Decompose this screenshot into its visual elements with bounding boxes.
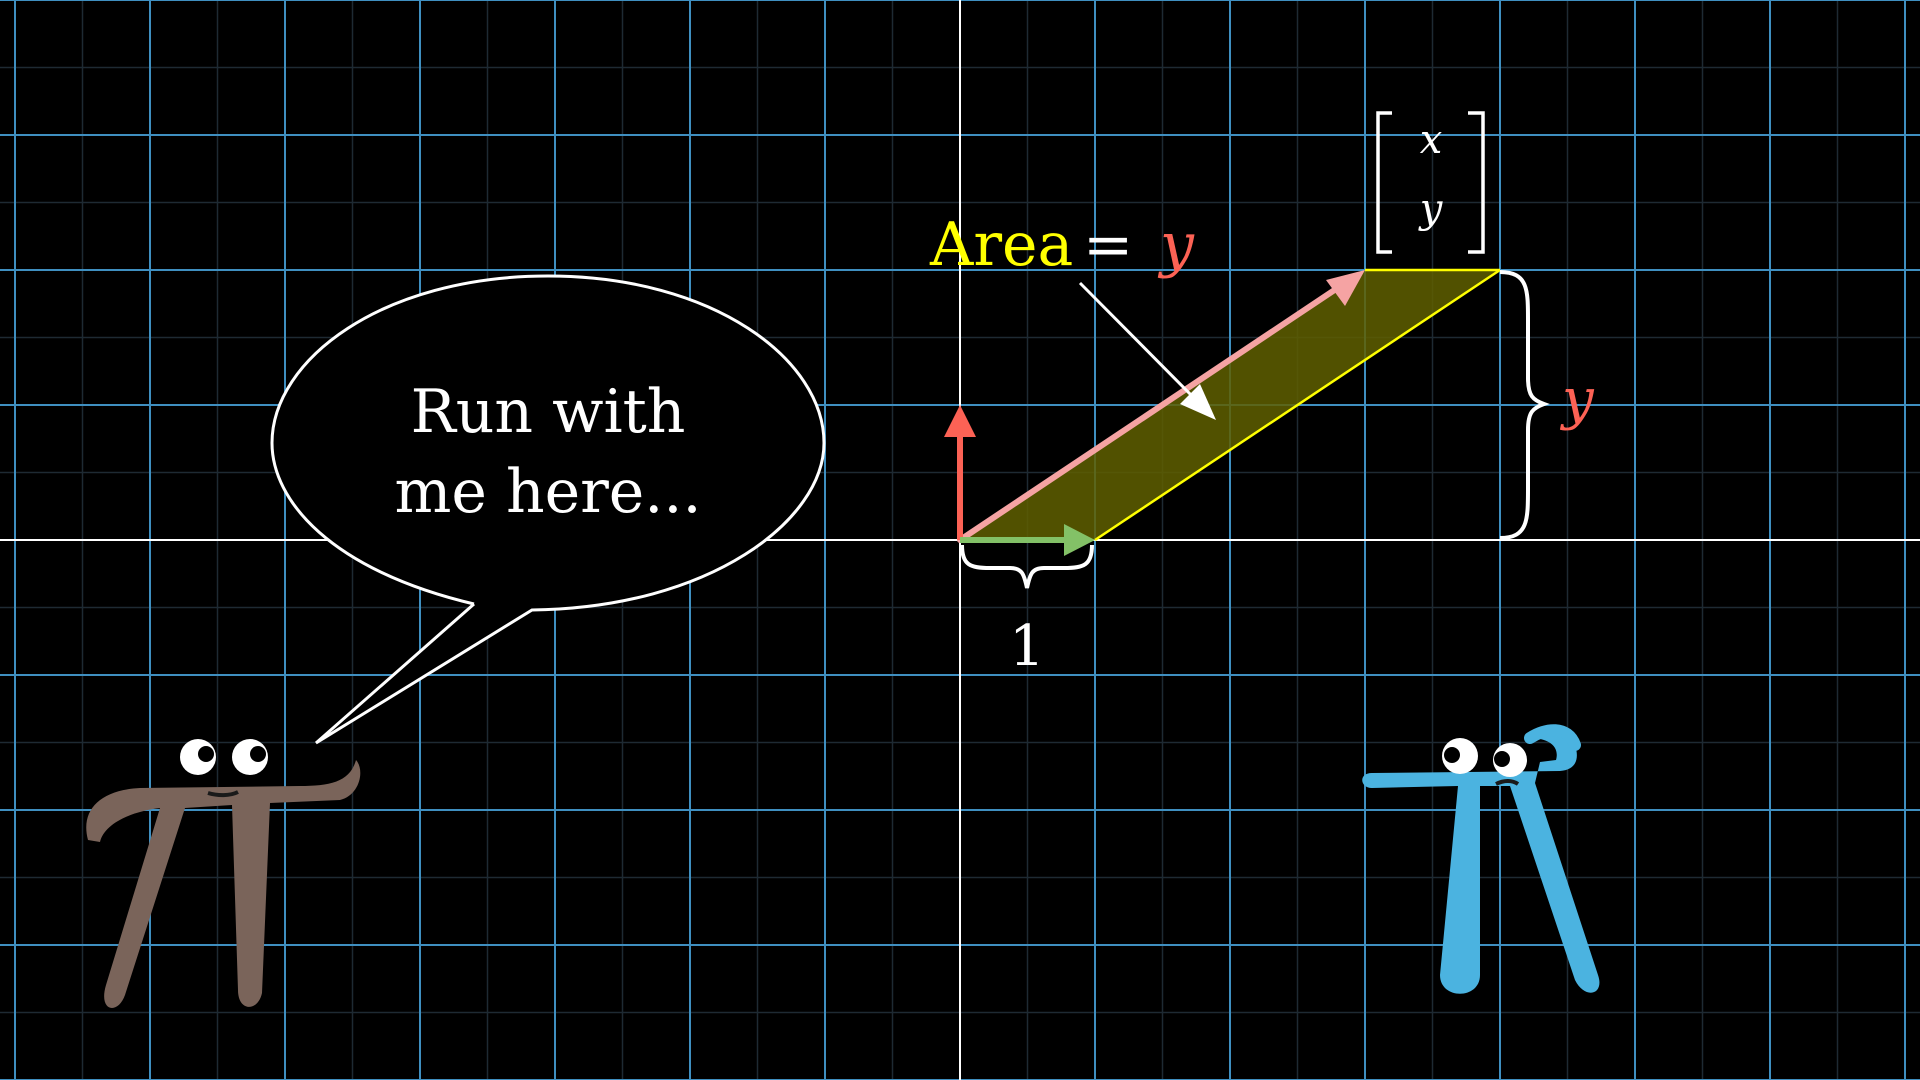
column-vector: x y: [1376, 111, 1485, 254]
j-hat-vector: [944, 405, 976, 540]
area-pointer-arrow: [1078, 281, 1216, 420]
brown-pi-mouth: [207, 790, 239, 798]
area-equals-sign: =: [1083, 210, 1133, 280]
speech-line-1: Run with: [411, 377, 686, 447]
speech-line-2: me here...: [394, 457, 701, 527]
blue-pi-pupil-right: [1494, 751, 1510, 767]
width-brace: [960, 544, 1094, 589]
area-y-variable: y: [1157, 210, 1195, 280]
i-hat-vector: [960, 524, 1095, 556]
area-parallelogram: [960, 270, 1500, 540]
blue-pi-body: [1362, 730, 1600, 994]
vector-entry-y: y: [1418, 186, 1444, 232]
blue-pi-curl: [1524, 724, 1581, 751]
blue-pi-mouth: [1495, 779, 1520, 786]
right-bracket: [1468, 111, 1485, 254]
height-brace-label: y: [1559, 367, 1595, 432]
vector-entry-x: x: [1420, 117, 1443, 163]
xy-vector: [957, 270, 1365, 543]
blue-pi-eye-left: [1442, 738, 1478, 774]
area-edge-lower: [1094, 268, 1501, 542]
area-label: Area: [929, 210, 1073, 280]
i-hat-arrowhead: [1064, 524, 1095, 556]
width-brace-label: 1: [1009, 614, 1045, 679]
j-hat-arrowhead: [944, 405, 976, 437]
area-pointer-arrowhead: [1180, 384, 1216, 420]
blue-pi-pupil-left: [1444, 747, 1460, 763]
brown-pi-creature: [86, 739, 361, 1008]
height-brace: [1499, 270, 1550, 540]
brown-pi-pupil-left: [198, 746, 214, 762]
brown-pi-body: [86, 760, 361, 1008]
speech-bubble: Run with me here...: [270, 274, 826, 745]
brown-pi-pupil-right: [250, 746, 266, 762]
left-bracket: [1376, 111, 1392, 254]
xy-vector-arrowhead: [1326, 270, 1365, 306]
blue-pi-creature: [1362, 724, 1600, 994]
